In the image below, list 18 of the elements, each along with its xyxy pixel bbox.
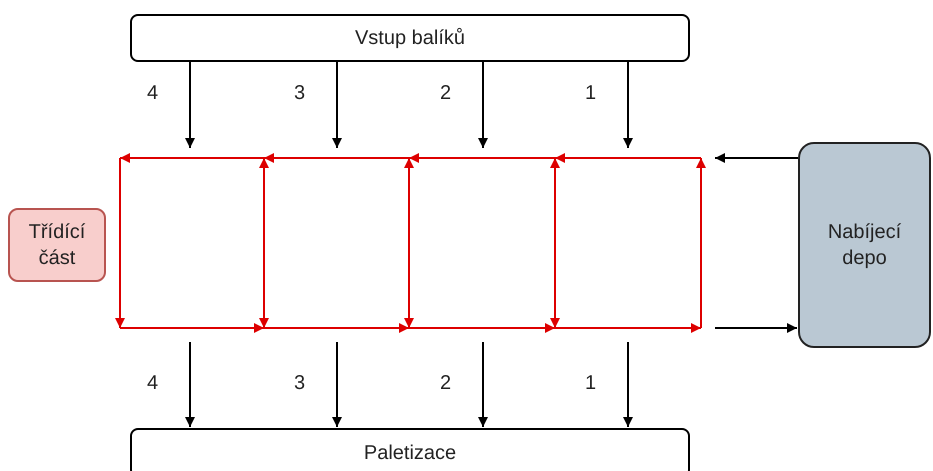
process-box xyxy=(130,428,690,471)
node-label: Paletizace xyxy=(362,441,458,466)
arrow xyxy=(623,62,633,148)
node-label: Vstup balíků xyxy=(354,26,466,51)
arrow xyxy=(478,342,488,427)
arrow xyxy=(185,62,195,148)
depot-box xyxy=(798,142,931,348)
arrow xyxy=(185,342,195,427)
area-box xyxy=(8,208,106,282)
process-box xyxy=(130,14,690,62)
arrow xyxy=(332,62,342,148)
arrow xyxy=(623,342,633,427)
arrow xyxy=(715,153,798,163)
arrow xyxy=(478,62,488,148)
arrow xyxy=(715,323,797,333)
node-label: Třídící část xyxy=(28,220,86,271)
arrow xyxy=(332,342,342,427)
node-label: Nabíjecí depo xyxy=(826,220,902,271)
